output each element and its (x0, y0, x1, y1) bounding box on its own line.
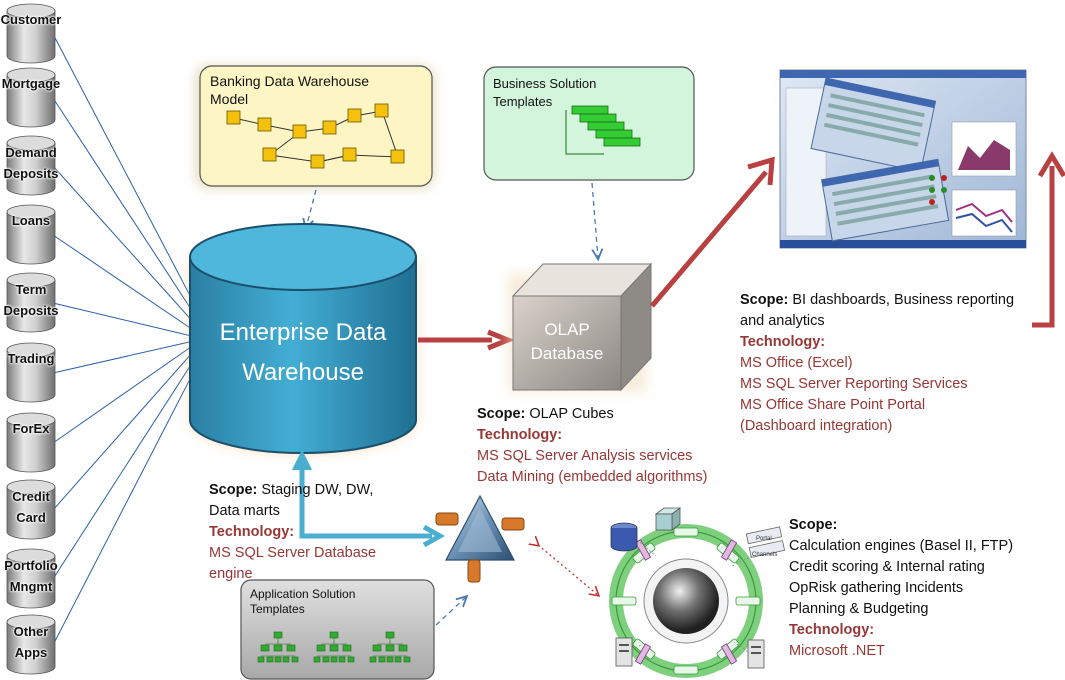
source-label: Customer (0, 12, 62, 27)
dw-scope-label: Scope: (209, 482, 258, 498)
business-templates-title: Business Solution Templates (493, 76, 597, 109)
olap-cube (508, 262, 653, 392)
calc-tech-item: Microsoft .NET (789, 643, 885, 659)
bi-scope-line: Scope: BI dashboards, Business reporting (740, 290, 1014, 311)
server-icon (615, 637, 765, 669)
app-templates-title: Application Solution Templates (250, 587, 356, 616)
database-cylinder-icon (6, 272, 56, 333)
channels-label: Channels (752, 552, 777, 558)
database-cylinder-icon (6, 614, 56, 675)
app-templates-box (240, 579, 435, 680)
database-cylinder-icon (6, 3, 56, 64)
calc-scope-item: Calculation engines (Basel II, FTP) (789, 538, 1014, 554)
bi-tech-item: MS Office Share Point Portal (740, 397, 926, 413)
calc-tech-label: Technology: (789, 622, 875, 638)
database-cylinder-icon (6, 548, 56, 609)
source-label: Mortgage (1, 76, 61, 91)
calc-scope-item: Credit scoring & Internal rating (789, 559, 985, 575)
source-link-line (52, 165, 205, 335)
source-label: Loans (11, 213, 51, 228)
olap-scope-value: OLAP Cubes (529, 406, 614, 422)
dw-scope-line: Scope: Staging DW, DW, (209, 480, 376, 501)
source-label: Other Apps (13, 624, 49, 660)
bi-tech-item: MS SQL Server Reporting Services (740, 376, 968, 392)
source-connection-lines (52, 33, 209, 646)
source-link-line (52, 302, 201, 339)
olap-tech-label: Technology: (477, 427, 563, 443)
dw-tech-item: engine (209, 566, 253, 582)
database-cylinder-icon (6, 342, 56, 403)
source-label: Demand Deposits (3, 145, 59, 181)
dw-scope-value: Staging DW, DW, (261, 482, 374, 498)
calc-scope-label: Scope: (789, 517, 838, 533)
source-databases (6, 3, 56, 675)
dw-tech-item: MS SQL Server Database (209, 545, 377, 561)
bi-info: Scope: BI dashboards, Business reporting… (740, 290, 1014, 437)
source-label: Trading (7, 351, 55, 366)
source-label: Credit Card (12, 489, 50, 525)
edw-title: Enterprise Data Warehouse (219, 319, 387, 386)
dw-info: Scope: Staging DW, DW, Data marts Techno… (209, 480, 376, 585)
source-link-line (52, 347, 207, 646)
integration-hub-icon (435, 494, 525, 583)
olap-title: OLAP Database (530, 320, 604, 363)
banking-model-box (196, 65, 434, 188)
source-label: Term Deposits (3, 282, 59, 318)
database-cylinder-icon (6, 135, 56, 196)
database-cylinder-icon (6, 204, 56, 265)
dw-tech-label: Technology: (209, 524, 295, 540)
calc-scope-item: OpRisk gathering Incidents (789, 580, 964, 596)
business-templates-box (483, 66, 695, 181)
source-link-line (52, 345, 204, 580)
bi-scope-line-2: and analytics (740, 313, 825, 329)
olap-tech-item: Data Mining (embedded algorithms) (477, 469, 708, 485)
bi-tech-label: Technology: (740, 334, 826, 350)
source-link-line (52, 97, 207, 333)
source-label: ForEx (12, 421, 50, 436)
bi-scope-label: Scope: (740, 292, 789, 308)
dotnet-ring-icon: Portal Channels (609, 507, 786, 678)
calc-scope-item: Planning & Budgeting (789, 601, 929, 617)
dw-scope-line-2: Data marts (209, 503, 280, 519)
dashboard-screenshot-icon (779, 69, 1027, 249)
bi-tech-item: MS Office (Excel) (740, 355, 853, 371)
source-link-line (52, 341, 199, 444)
source-link-line (52, 33, 209, 331)
source-link-line (52, 343, 201, 511)
edw-cylinder (189, 223, 417, 454)
source-link-line (52, 234, 203, 337)
olap-info: Scope: OLAP Cubes Technology: MS SQL Ser… (477, 404, 708, 488)
bi-tech-item: (Dashboard integration) (740, 418, 893, 434)
olap-scope-label: Scope: (477, 406, 526, 422)
banking-model-title: Banking Data Warehouse Model (210, 73, 370, 107)
bi-scope-value: BI dashboards, Business reporting (792, 292, 1015, 308)
calc-info: Scope: Calculation engines (Basel II, FT… (789, 515, 1013, 662)
olap-tech-item: MS SQL Server Analysis services (477, 448, 693, 464)
database-cylinder-icon (6, 412, 56, 473)
source-label: Portfolio Mngmt (4, 558, 58, 594)
database-cylinder-icon (6, 67, 56, 128)
database-cylinder-icon (6, 479, 56, 540)
source-link-line (52, 339, 199, 374)
portal-label: Portal (756, 536, 772, 542)
olap-scope-line: Scope: OLAP Cubes (477, 404, 708, 425)
